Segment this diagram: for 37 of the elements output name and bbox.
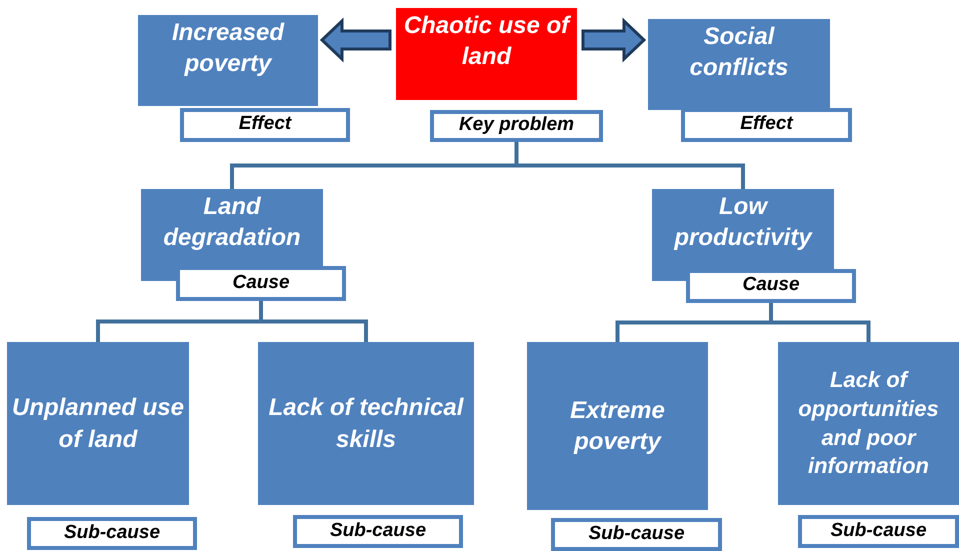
box-label: Lack of technical skills xyxy=(268,393,465,454)
tag-box xyxy=(551,518,722,551)
tag-label: Sub-cause xyxy=(64,522,160,544)
tag-box xyxy=(681,108,852,142)
tag-box xyxy=(176,266,346,301)
box-label: Land degradation xyxy=(162,192,302,254)
process-box xyxy=(648,19,830,110)
tag-label: Sub-cause xyxy=(588,522,685,544)
tag-label: Sub-cause xyxy=(330,520,426,542)
tag-box xyxy=(430,110,603,142)
tag-box xyxy=(798,515,959,548)
key-problem-box xyxy=(396,8,577,100)
process-box xyxy=(527,342,708,510)
box-label: Lack of opportunities and poor information xyxy=(797,366,940,480)
tag-label: Sub-cause xyxy=(830,520,927,542)
box-label: Chaotic use of land xyxy=(402,11,572,72)
box-label: Low productivity xyxy=(672,192,814,254)
tag-label: Cause xyxy=(232,272,290,294)
box-label: Unplanned use of land xyxy=(11,393,185,454)
box-label: Social conflicts xyxy=(688,22,790,84)
box-label: Increased poverty xyxy=(170,18,286,80)
process-box xyxy=(258,342,474,505)
tag-label: Effect xyxy=(238,113,292,135)
process-box xyxy=(778,342,959,505)
block-arrow xyxy=(320,18,392,62)
process-box xyxy=(138,15,318,106)
tag-box xyxy=(27,517,197,550)
box-label: Extreme poverty xyxy=(569,396,666,457)
tag-label: Cause xyxy=(742,274,800,296)
tag-box xyxy=(686,269,856,303)
process-box xyxy=(7,342,189,505)
tag-box xyxy=(293,515,463,548)
tag-label: Effect xyxy=(740,113,793,135)
tag-box xyxy=(180,108,350,142)
block-arrow xyxy=(582,18,646,62)
tag-label: Key problem xyxy=(458,114,574,136)
connector-line xyxy=(514,142,745,189)
